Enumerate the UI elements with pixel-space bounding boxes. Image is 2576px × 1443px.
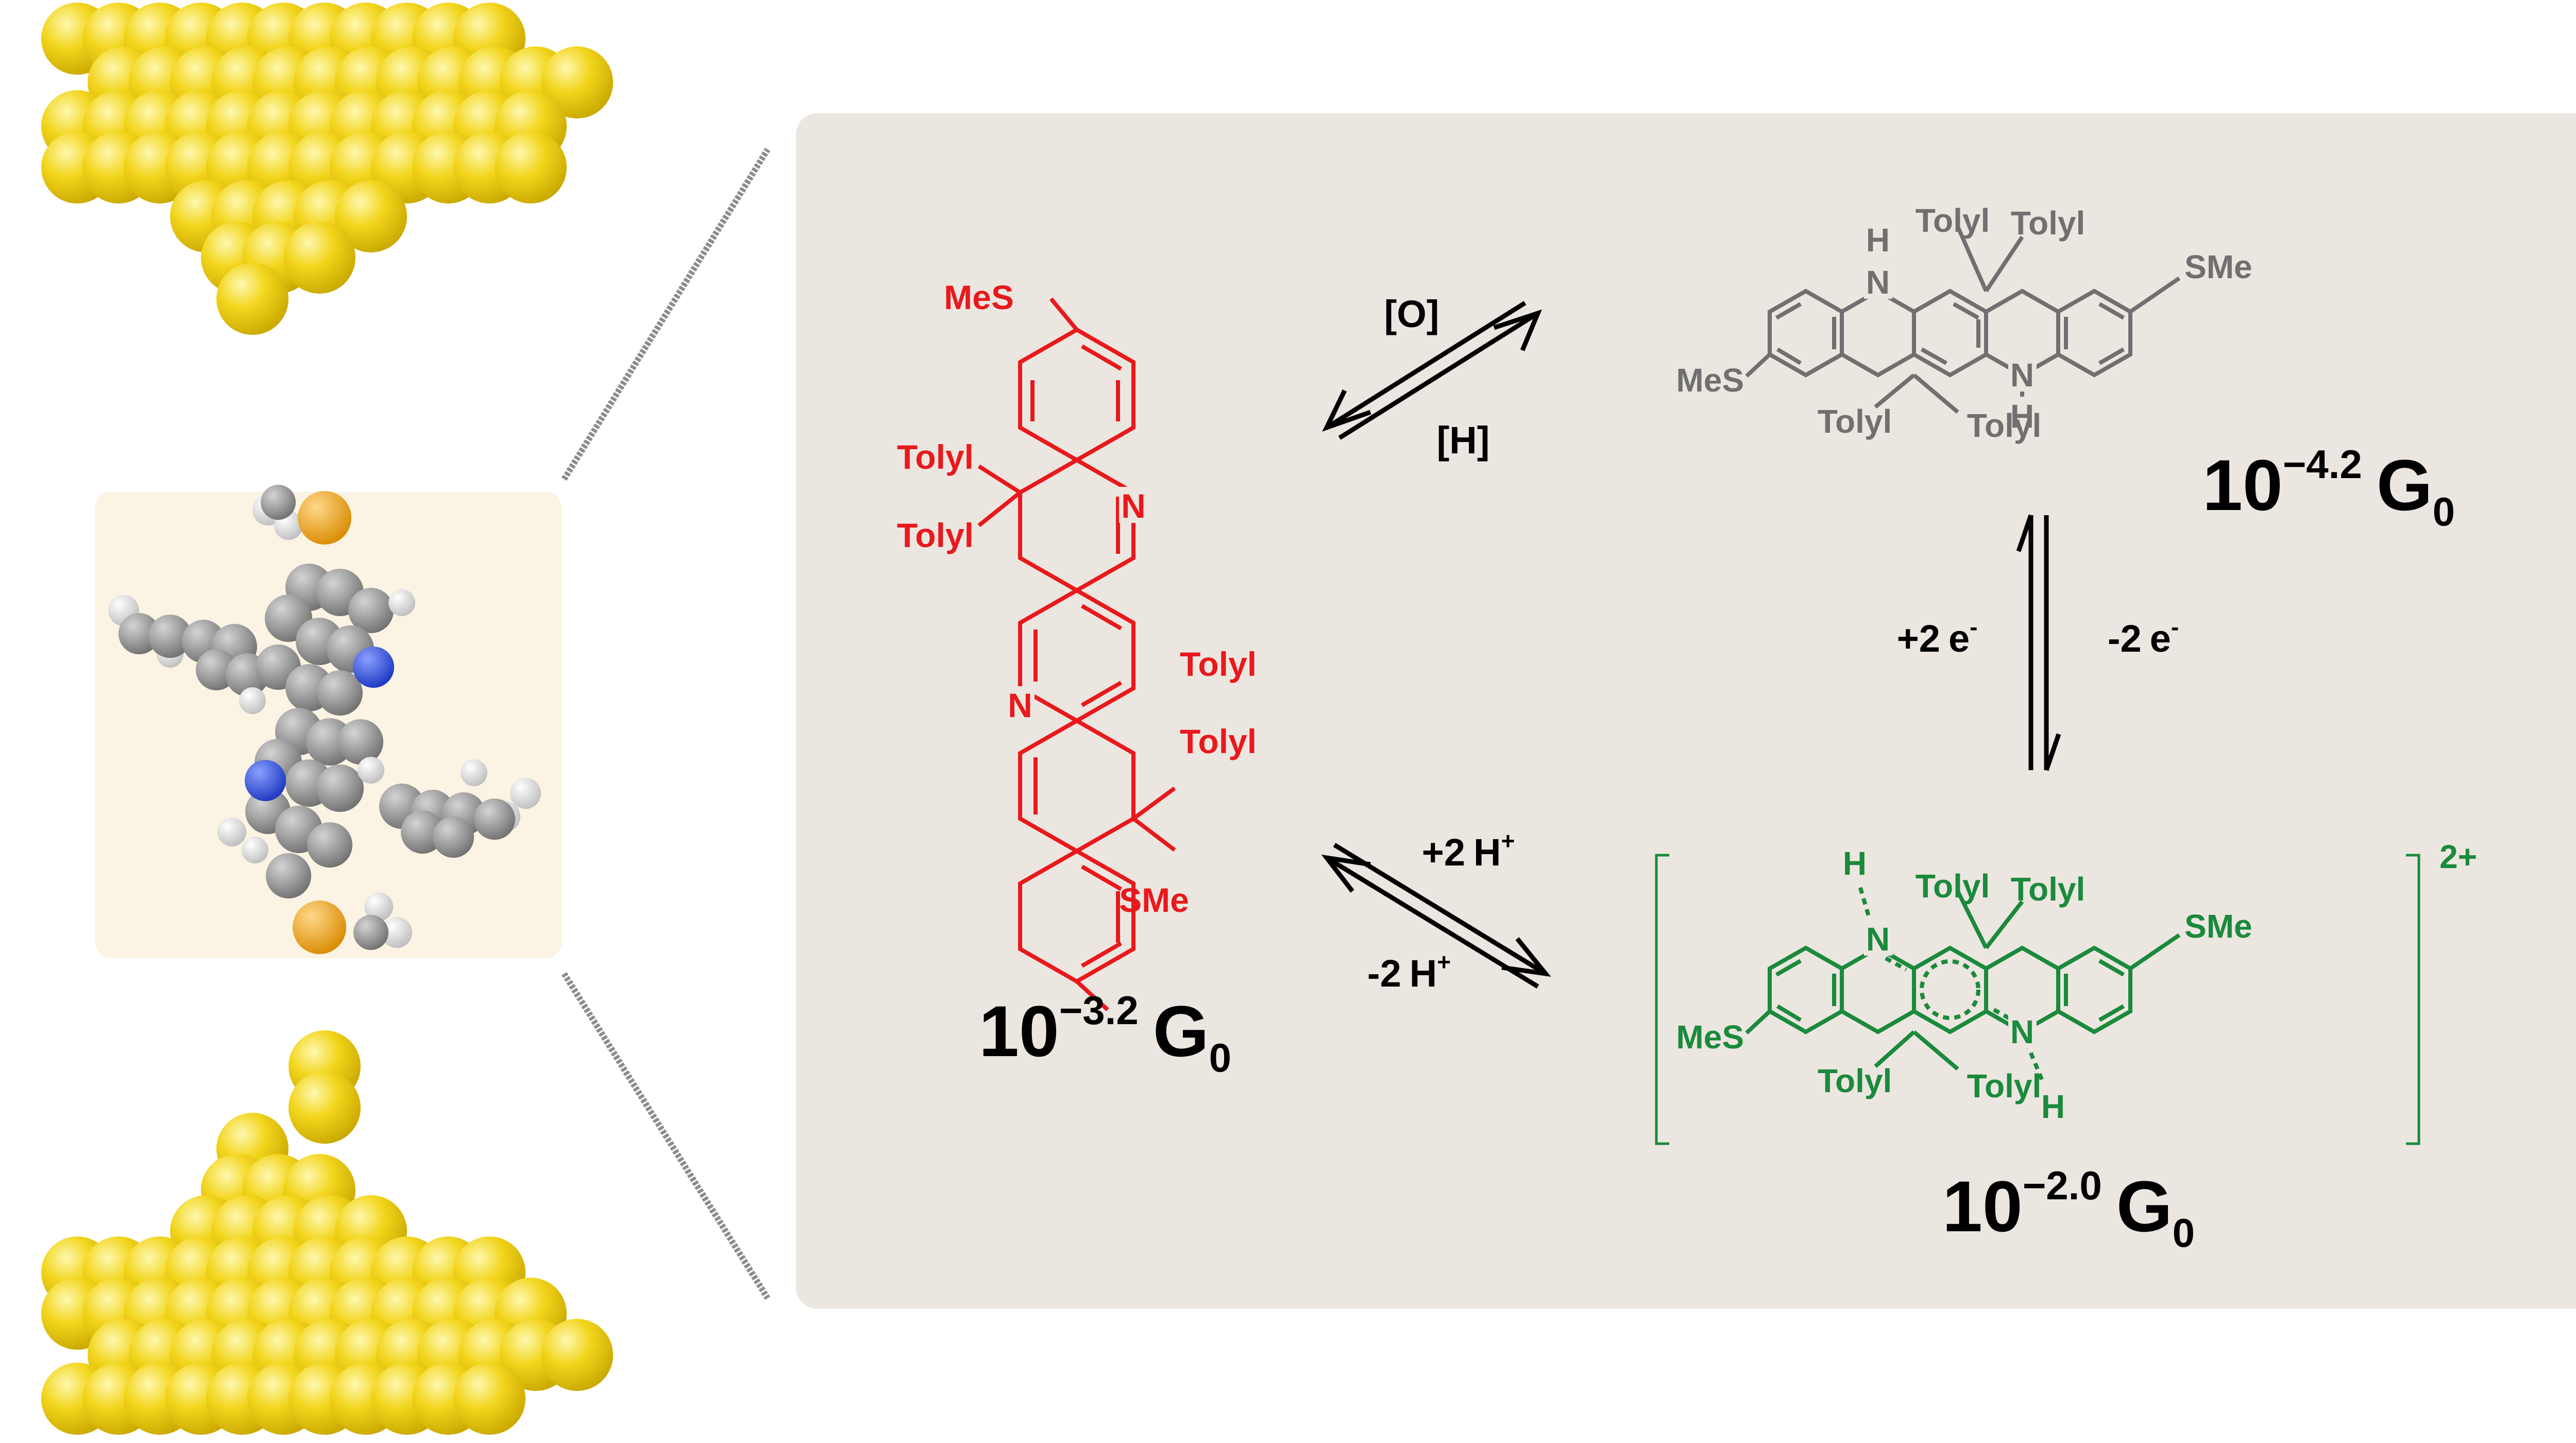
hydrogen-atom bbox=[510, 778, 541, 809]
hydrogen-atom bbox=[388, 589, 415, 616]
red-molecule-labels: MeS Tolyl Tolyl Tolyl Tolyl SMe N N bbox=[897, 278, 1257, 919]
gold-atom bbox=[453, 1363, 526, 1435]
carbon-atom bbox=[307, 822, 352, 868]
red-n-label-1: N bbox=[1121, 487, 1146, 525]
green-n-label-2: N bbox=[2010, 1013, 2034, 1050]
hydrogen-atom bbox=[217, 818, 246, 846]
carbon-atom bbox=[353, 915, 388, 950]
gold-atom bbox=[541, 1319, 613, 1391]
gray-sme-label: SMe bbox=[2184, 248, 2252, 285]
red-molecule bbox=[977, 297, 1176, 1011]
green-sme-label: SMe bbox=[2184, 908, 2252, 945]
red-sme-label: SMe bbox=[1119, 881, 1189, 919]
nitrogen-atom bbox=[353, 647, 394, 688]
arrow-top-reverse-label: [H] bbox=[1437, 419, 1490, 462]
carbon-atom bbox=[316, 765, 364, 812]
gold-atom bbox=[541, 46, 613, 118]
gray-h-label-2: H bbox=[2010, 398, 2034, 435]
gray-h-label-1: H bbox=[1866, 222, 1890, 259]
green-molecule-labels: N H N H MeS Tolyl Tolyl Tolyl Tolyl SMe … bbox=[1676, 838, 2477, 1125]
carbon-atom bbox=[338, 719, 383, 765]
green-h-label-1: H bbox=[1843, 845, 1867, 882]
red-tolyl-label-4: Tolyl bbox=[1180, 722, 1257, 760]
hydrogen-atom bbox=[358, 757, 384, 784]
green-h-label-2: H bbox=[2041, 1088, 2065, 1125]
gold-atom bbox=[216, 263, 289, 335]
carbon-atom bbox=[261, 485, 296, 520]
hydrogen-atom bbox=[242, 837, 268, 863]
carbon-atom bbox=[348, 588, 394, 633]
arrow-bottom bbox=[1321, 843, 1551, 989]
sulfur-atom bbox=[293, 901, 346, 954]
carbon-atom bbox=[266, 853, 311, 898]
gold-atom bbox=[289, 1072, 361, 1144]
gray-tolyl-label-3: Tolyl bbox=[1818, 403, 1892, 440]
red-tolyl-label-2: Tolyl bbox=[897, 516, 974, 554]
red-n-label-2: N bbox=[1008, 686, 1032, 724]
green-tolyl-label-1: Tolyl bbox=[1916, 868, 1990, 905]
arrow-top bbox=[1322, 301, 1542, 440]
gray-molecule-labels: N H N H MeS Tolyl Tolyl Tolyl Tolyl SMe bbox=[1676, 202, 2252, 444]
carbon-atom bbox=[118, 613, 160, 654]
red-tolyl-label-3: Tolyl bbox=[1180, 645, 1257, 683]
zoom-line-top bbox=[561, 147, 771, 481]
gray-tolyl-label-2: Tolyl bbox=[2011, 205, 2086, 242]
carbon-atom bbox=[474, 799, 515, 840]
sulfur-atom bbox=[298, 491, 351, 545]
carbon-atom bbox=[433, 817, 474, 858]
carbon-atom bbox=[401, 810, 444, 854]
green-tolyl-label-2: Tolyl bbox=[2011, 871, 2086, 908]
nitrogen-atom bbox=[245, 760, 286, 801]
carbon-atom bbox=[148, 615, 192, 658]
red-mes-label: MeS bbox=[944, 278, 1014, 316]
green-tolyl-label-3: Tolyl bbox=[1818, 1062, 1892, 1099]
green-mes-label: MeS bbox=[1676, 1018, 1744, 1056]
zoom-line-bottom bbox=[561, 972, 771, 1300]
green-tolyl-label-4: Tolyl bbox=[1967, 1067, 2042, 1105]
gray-mes-label: MeS bbox=[1676, 362, 1744, 399]
green-n-label-1: N bbox=[1866, 921, 1890, 958]
arrow-right bbox=[2016, 514, 2061, 771]
molecule-3d-model bbox=[108, 485, 541, 954]
gray-n-label-2: N bbox=[2010, 356, 2034, 394]
bottom-gold-electrode bbox=[41, 1030, 613, 1435]
green-molecule bbox=[1655, 854, 2420, 1145]
gray-tolyl-label-4: Tolyl bbox=[1967, 407, 2042, 444]
gold-atom bbox=[335, 180, 407, 252]
hydrogen-atom bbox=[239, 687, 266, 714]
red-tolyl-label-1: Tolyl bbox=[897, 438, 974, 476]
arrow-top-forward-label: [O] bbox=[1384, 293, 1439, 335]
gold-atom bbox=[495, 131, 567, 203]
hydrogen-atom bbox=[461, 759, 487, 786]
carbon-atom bbox=[317, 670, 363, 716]
top-gold-electrode bbox=[41, 3, 613, 335]
hydrogen-atom bbox=[381, 917, 412, 948]
hydrogen-atom bbox=[364, 892, 393, 921]
gray-n-label-1: N bbox=[1866, 264, 1890, 301]
gold-atom bbox=[283, 222, 355, 294]
gold-junction bbox=[41, 3, 613, 1435]
gray-tolyl-label-1: Tolyl bbox=[1916, 202, 1990, 239]
green-charge-label: 2+ bbox=[2439, 838, 2477, 875]
